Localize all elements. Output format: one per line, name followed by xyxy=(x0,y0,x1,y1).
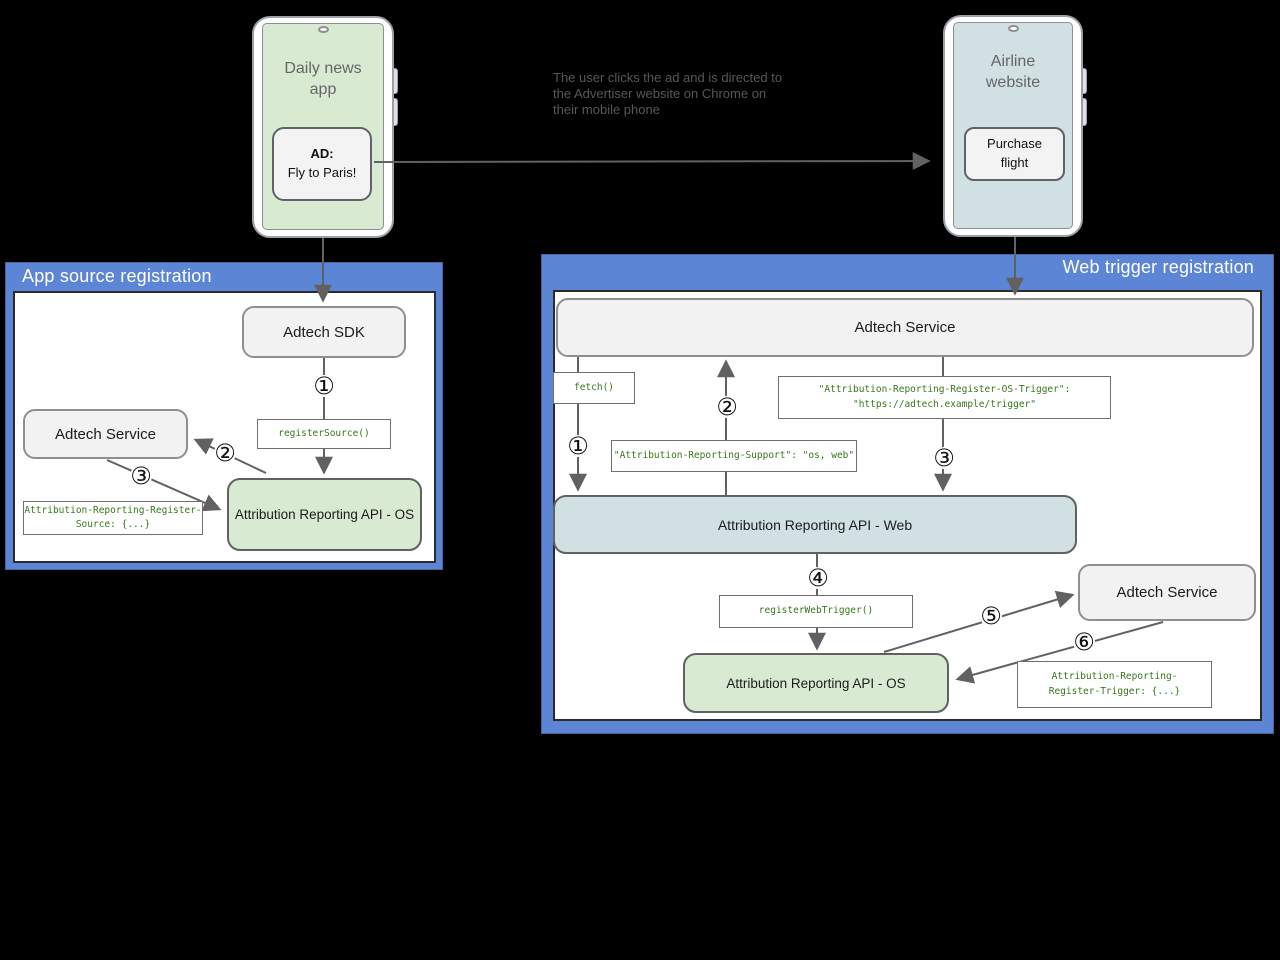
adtech-sdk-box: Adtech SDK xyxy=(242,306,406,358)
attribution-api-os-box: Attribution Reporting API - OS xyxy=(227,478,422,551)
step-1-badge: ① xyxy=(567,432,589,460)
register-trigger-header-box: Attribution-Reporting- Register-Trigger:… xyxy=(1017,661,1212,708)
os-to-adtech-arrow-5 xyxy=(883,590,1075,653)
phone-camera-icon xyxy=(318,26,329,33)
ad-click-arrow xyxy=(373,152,931,171)
phone-side-button xyxy=(1081,98,1087,126)
purchase-flight-button: Purchase flight xyxy=(964,127,1065,181)
attribution-api-os-web-box: Attribution Reporting API - OS xyxy=(683,653,949,713)
adtech-service-top-box: Adtech Service xyxy=(556,298,1254,357)
step-3-badge: ③ xyxy=(130,462,152,490)
register-source-header-box: Attribution-Reporting-Register- Source: … xyxy=(23,501,203,535)
phone-side-button xyxy=(392,98,398,126)
web-trigger-panel-title: Web trigger registration xyxy=(1062,257,1254,277)
service-to-os-arrow-3 xyxy=(106,459,222,512)
phone-camera-icon xyxy=(1008,25,1019,32)
os-trigger-header-box: "Attribution-Reporting-Register-OS-Trigg… xyxy=(778,376,1111,419)
adtech-service-box: Adtech Service xyxy=(23,409,188,459)
support-header-box: "Attribution-Reporting-Support": "os, we… xyxy=(611,440,857,472)
flow-note: The user clicks the ad and is directed t… xyxy=(553,70,783,117)
register-source-call-box: registerSource() xyxy=(257,419,391,449)
phone-side-button xyxy=(1081,68,1087,94)
ad-label: AD: xyxy=(310,146,334,162)
step-4-badge: ④ xyxy=(807,564,829,592)
step-1-badge: ① xyxy=(313,372,335,400)
phone-screen xyxy=(953,22,1073,229)
register-web-trigger-call-box: registerWebTrigger() xyxy=(719,595,913,628)
adtech-to-os-arrow-6 xyxy=(955,621,1164,684)
app-source-panel-title: App source registration xyxy=(22,266,212,286)
fetch-call-box: fetch() xyxy=(553,372,635,404)
step-3-badge: ③ xyxy=(933,444,955,472)
website-title: Airline website xyxy=(985,53,1041,91)
ad-box: AD: Fly to Paris! xyxy=(272,127,372,201)
phone-side-button xyxy=(392,68,398,94)
step-2-badge: ② xyxy=(214,439,236,467)
attribution-api-web-box: Attribution Reporting API - Web xyxy=(553,495,1077,554)
step-5-badge: ⑤ xyxy=(980,602,1002,630)
app-title: Daily news app xyxy=(284,60,362,98)
step-2-badge: ② xyxy=(716,393,738,421)
adtech-service-right-box: Adtech Service xyxy=(1078,564,1256,621)
step-6-badge: ⑥ xyxy=(1073,628,1095,656)
ad-text: Fly to Paris! xyxy=(287,165,357,180)
